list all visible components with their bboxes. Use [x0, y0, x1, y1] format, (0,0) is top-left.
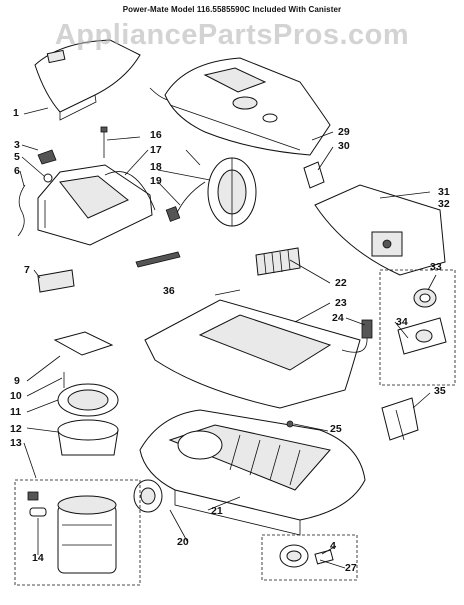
callout-33: 33 [430, 261, 442, 273]
part-12-shroud [57, 419, 119, 456]
callout-16: 16 [150, 129, 162, 141]
callout-3: 3 [14, 139, 20, 151]
callout-36: 36 [163, 285, 175, 297]
callout-14: 14 [32, 552, 44, 564]
part-27-valve-group [261, 534, 358, 581]
callout-25: 25 [330, 423, 342, 435]
callout-11: 11 [10, 406, 22, 418]
part-3-switch [37, 149, 57, 165]
part-31-bag [314, 184, 446, 276]
callout-13: 13 [10, 437, 22, 449]
part-22-grille [255, 247, 301, 276]
part-23-frame [144, 289, 361, 409]
callout-27: 27 [345, 562, 357, 574]
callout-9: 9 [14, 375, 20, 387]
part-19-plug [165, 149, 206, 222]
part-16-screw [100, 126, 108, 158]
callout-24: 24 [332, 312, 344, 324]
part-5-clip [43, 173, 53, 183]
callout-29: 29 [338, 126, 350, 138]
part-21-base [139, 409, 366, 536]
part-25-screw [286, 420, 294, 428]
callout-17: 17 [150, 144, 162, 156]
callout-5: 5 [14, 151, 20, 163]
diagram-title: Power-Mate Model 116.5585590C Included W… [122, 5, 342, 14]
part-33-34-adapter-group [379, 269, 456, 386]
part-17-handle-body [37, 164, 156, 246]
callout-19: 19 [150, 175, 162, 187]
callout-4: 4 [330, 540, 336, 552]
callout-34: 34 [396, 316, 408, 328]
part-1-top-cover [34, 39, 141, 121]
part-18-cord-reel [207, 157, 257, 227]
callout-6: 6 [14, 165, 20, 177]
callout-20: 20 [177, 536, 189, 548]
watermark: AppliancePartsPros.com [54, 19, 410, 51]
callout-35: 35 [434, 385, 446, 397]
callout-32: 32 [438, 198, 450, 210]
callout-leader-lines [19, 107, 437, 569]
part-24-connector [341, 319, 373, 353]
callout-7: 7 [24, 264, 30, 276]
callout-22: 22 [335, 277, 347, 289]
callout-1: 1 [13, 107, 19, 119]
callout-31: 31 [438, 186, 450, 198]
part-20-wheel [133, 479, 163, 513]
part-36-strip [135, 251, 181, 268]
callout-10: 10 [10, 390, 22, 402]
callout-30: 30 [338, 140, 350, 152]
callout-23: 23 [335, 297, 347, 309]
part-6-spring [17, 184, 26, 237]
part-9-gasket [53, 331, 114, 356]
part-13-14-motor-group [14, 479, 141, 586]
part-11-ring [57, 383, 119, 417]
part-29-hood [149, 57, 331, 156]
callout-21: 21 [211, 505, 223, 517]
part-7-filter [37, 269, 75, 293]
callout-18: 18 [150, 161, 162, 173]
part-35-bracket [381, 397, 419, 441]
callout-12: 12 [10, 423, 22, 435]
